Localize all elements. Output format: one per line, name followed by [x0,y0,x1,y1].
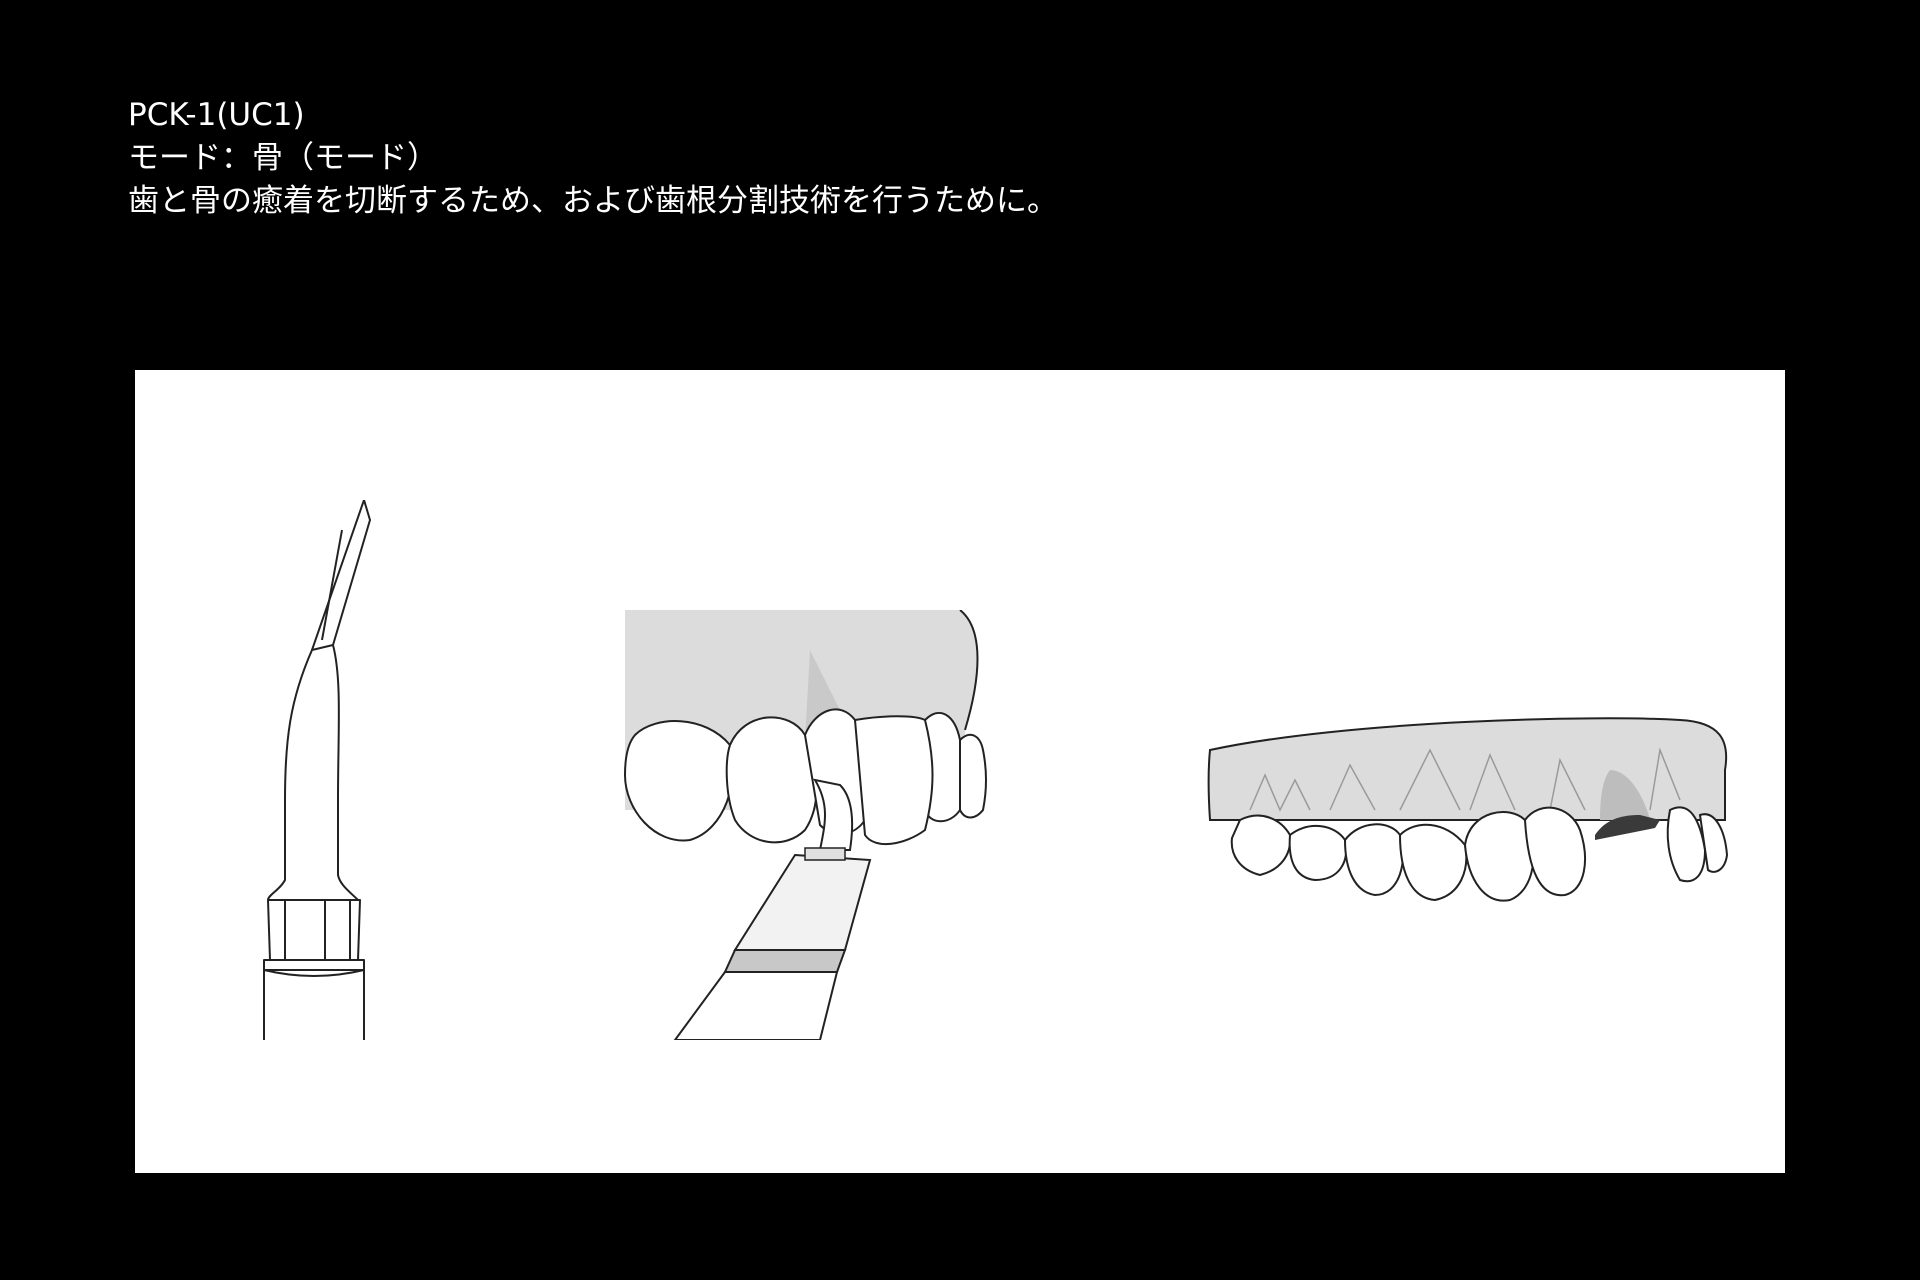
mode-line: モード：骨（モード） [128,140,438,176]
description: 歯と骨の癒着を切断するため、および歯根分割技術を行うために。 [128,183,1058,219]
illustration-panel: PCK-1 [135,370,1785,1173]
dental-arch-illustration [1207,717,1729,902]
procedure-illustration [623,610,987,1040]
tip-illustration: PCK-1 [263,500,371,1040]
model-title: PCK-1(UC1) [128,97,305,133]
header: PCK-1(UC1) モード：骨（モード） 歯と骨の癒着を切断するため、および歯… [128,94,1058,223]
